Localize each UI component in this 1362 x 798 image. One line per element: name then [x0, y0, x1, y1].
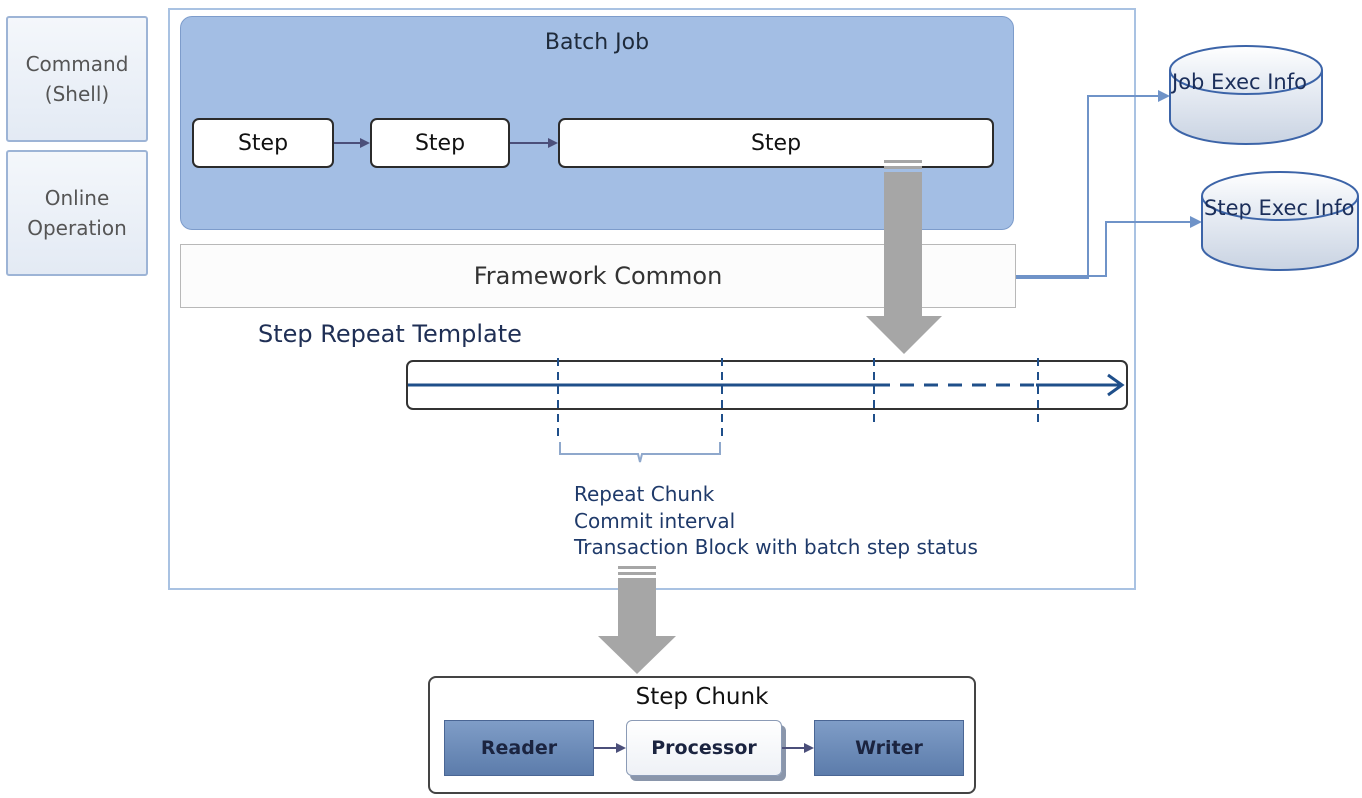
- repeat-chunk-bracket: [559, 442, 721, 463]
- command-shell-box: Command (Shell): [6, 16, 148, 142]
- note-repeat-chunk: Repeat Chunk: [574, 482, 715, 506]
- framework-to-job-exec-arrow: [1016, 90, 1170, 279]
- template-to-chunk-big-arrow: [598, 566, 676, 674]
- step-repeat-template-title: Step Repeat Template: [258, 320, 522, 348]
- note-commit-interval: Commit interval: [574, 509, 736, 533]
- command-shell-label: Command (Shell): [25, 52, 129, 106]
- step-label: Step: [750, 130, 802, 156]
- online-operation-box: Online Operation: [6, 150, 148, 276]
- batch-job-title: Batch Job: [544, 30, 650, 55]
- step-box-3: Step: [558, 118, 994, 168]
- step-to-template-big-arrow: [866, 160, 942, 354]
- step-exec-info-label: Step Exec Info: [1204, 196, 1355, 220]
- framework-common-bar: Framework Common: [180, 244, 1016, 308]
- processor-box: Processor: [626, 720, 782, 776]
- step-box-2: Step: [370, 118, 510, 168]
- step-chunk-title: Step Chunk: [635, 684, 769, 710]
- processor-label: Processor: [651, 737, 757, 759]
- step-box-1: Step: [192, 118, 334, 168]
- reader-label: Reader: [480, 737, 558, 759]
- writer-box: Writer: [814, 720, 964, 776]
- reader-box: Reader: [444, 720, 594, 776]
- framework-common-label: Framework Common: [473, 262, 723, 290]
- note-transaction-block: Transaction Block with batch step status: [574, 535, 978, 559]
- framework-to-step-exec-arrow: [1016, 216, 1202, 277]
- job-exec-info-label: Job Exec Info: [1172, 70, 1307, 94]
- step-label: Step: [414, 130, 466, 156]
- step-exec-info-database-icon: [1201, 171, 1359, 271]
- online-operation-label: Online Operation: [27, 186, 127, 240]
- step-label: Step: [237, 130, 289, 156]
- timeline-arrowhead: [1107, 373, 1125, 397]
- writer-label: Writer: [855, 737, 923, 759]
- job-exec-info-database-icon: [1169, 45, 1323, 145]
